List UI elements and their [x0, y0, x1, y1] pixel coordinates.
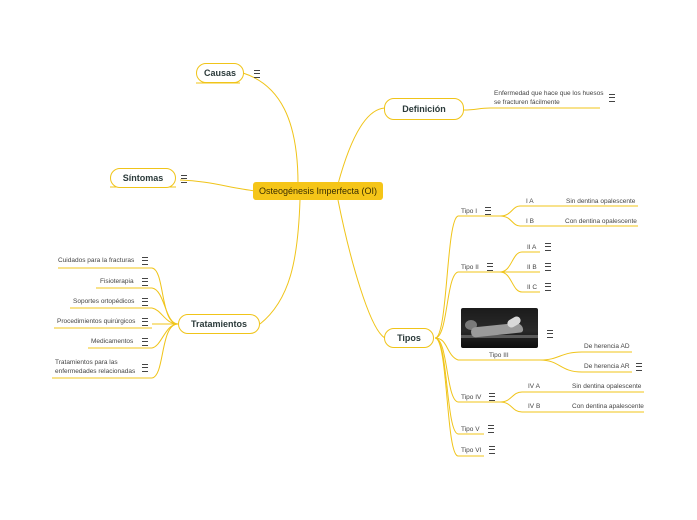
tipo-iii[interactable]: Tipo III [489, 352, 509, 359]
tratamiento-last-line-2: enfermedades relacionadas [55, 368, 136, 375]
note-icon[interactable] [609, 94, 615, 102]
tipo-i-b[interactable]: I B [526, 218, 534, 225]
tratamiento-item[interactable]: Soportes ortopédicos [73, 298, 135, 305]
note-icon[interactable] [142, 338, 148, 346]
topic-tratamientos[interactable]: Tratamientos [178, 314, 260, 334]
tratamiento-item[interactable]: Tratamientos para las enfermedades relac… [55, 358, 135, 376]
tratamiento-last-line-1: Tratamientos para las [55, 359, 118, 366]
tipo-iv-a[interactable]: IV A [528, 383, 540, 390]
note-icon[interactable] [254, 70, 260, 78]
tratamiento-item[interactable]: Cuidados para la fracturas [58, 257, 135, 264]
tipo-iv-b-desc[interactable]: Con dentina apalescente [572, 403, 644, 410]
note-icon[interactable] [545, 263, 551, 271]
note-icon[interactable] [142, 298, 148, 306]
tipo-iii-ar[interactable]: De herencia AR [584, 363, 630, 370]
tipo-v[interactable]: Tipo V [461, 426, 480, 433]
definicion-line-2: se fracturen fácilmente [494, 99, 560, 106]
definicion-text: Enfermedad que hace que los huesos se fr… [494, 89, 604, 107]
note-icon[interactable] [489, 446, 495, 454]
tipo-iv-a-desc[interactable]: Sin dentina opalescente [572, 383, 642, 390]
tratamiento-item[interactable]: Medicamentos [91, 338, 134, 345]
tipo-iii-ad[interactable]: De herencia AD [584, 343, 630, 350]
topic-tipos[interactable]: Tipos [384, 328, 434, 348]
tipo-iv-b[interactable]: IV B [528, 403, 541, 410]
note-icon[interactable] [547, 330, 553, 338]
note-icon[interactable] [545, 283, 551, 291]
topic-causas[interactable]: Causas [196, 63, 244, 83]
tipo-ii-b[interactable]: II B [527, 264, 537, 271]
tipo-i[interactable]: Tipo I [461, 208, 478, 215]
note-icon[interactable] [636, 363, 642, 371]
note-icon[interactable] [142, 318, 148, 326]
note-icon[interactable] [142, 278, 148, 286]
note-icon[interactable] [487, 263, 493, 271]
tipo-vi[interactable]: Tipo VI [461, 447, 482, 454]
note-icon[interactable] [489, 393, 495, 401]
note-icon[interactable] [142, 257, 148, 265]
tratamiento-item[interactable]: Procedimientos quirúrgicos [57, 318, 136, 325]
note-icon[interactable] [181, 175, 187, 183]
note-icon[interactable] [545, 243, 551, 251]
tipo-ii-a[interactable]: II A [527, 244, 537, 251]
tipo-ii-c[interactable]: II C [527, 284, 538, 291]
note-icon[interactable] [488, 425, 494, 433]
tipo-i-b-desc[interactable]: Con dentina opalescente [565, 218, 637, 225]
tipo-iv[interactable]: Tipo IV [461, 394, 482, 401]
topic-sintomas[interactable]: Síntomas [110, 168, 176, 188]
tratamiento-item[interactable]: Fisioterapia [100, 278, 134, 285]
photo-image [461, 308, 538, 348]
definicion-line-1: Enfermedad que hace que los huesos [494, 90, 604, 97]
note-icon[interactable] [142, 364, 148, 372]
note-icon[interactable] [485, 207, 491, 215]
tipo-i-a-desc[interactable]: Sin dentina opalescente [566, 198, 636, 205]
central-topic[interactable]: Osteogénesis Imperfecta (OI) [253, 182, 384, 200]
tipo-ii[interactable]: Tipo II [461, 264, 479, 271]
tipo-i-a[interactable]: I A [526, 198, 534, 205]
topic-definicion[interactable]: Definición [384, 98, 464, 120]
